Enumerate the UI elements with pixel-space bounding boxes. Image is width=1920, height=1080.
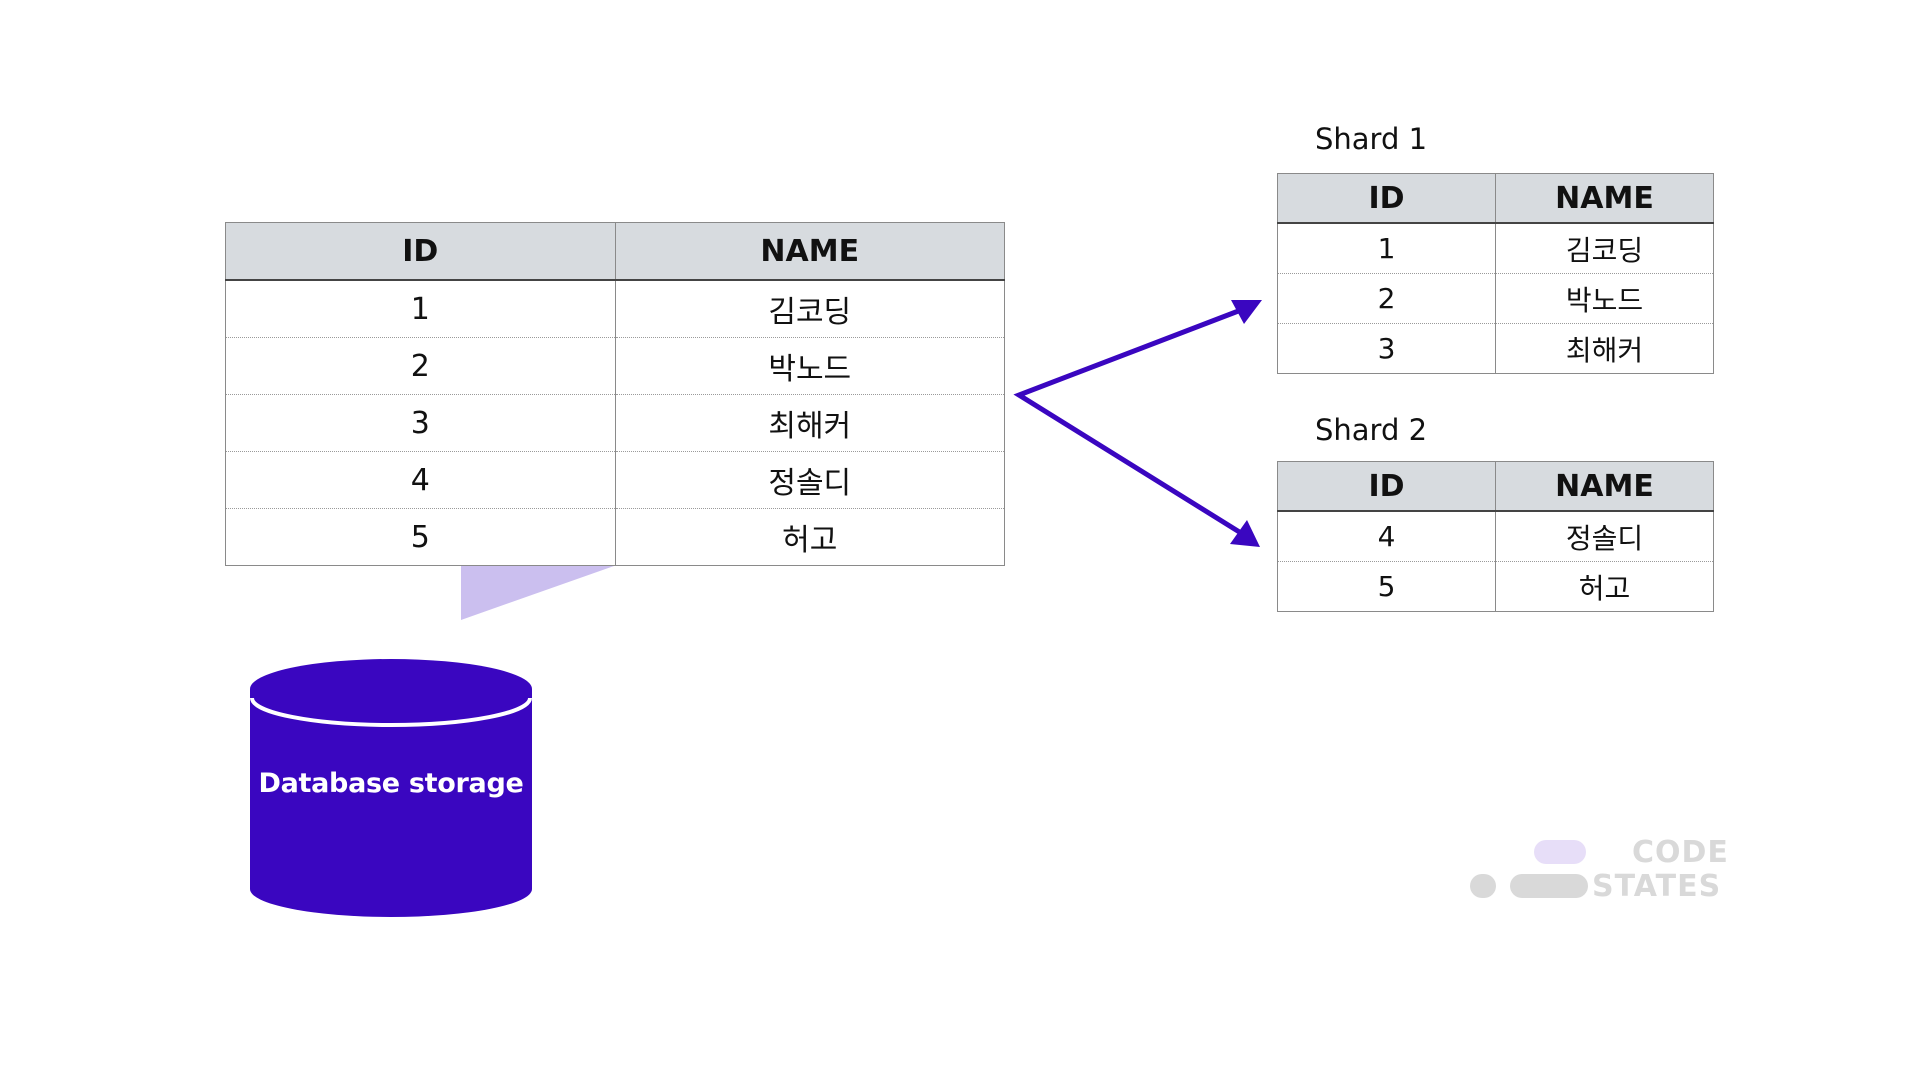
table-row: 5 허고 xyxy=(1277,561,1714,612)
row-name: 김코딩 xyxy=(615,280,1005,338)
row-id: 4 xyxy=(225,451,616,509)
row-id: 2 xyxy=(225,337,616,395)
shard1-table: ID NAME 1 김코딩 2 박노드 3 최해커 xyxy=(1277,173,1714,374)
row-name: 박노드 xyxy=(1495,273,1714,324)
table-row: 3 최해커 xyxy=(225,394,1005,452)
table-row: 4 정솔디 xyxy=(1277,511,1714,562)
cylinder-rim xyxy=(250,697,532,727)
row-name: 박노드 xyxy=(615,337,1005,395)
table-row: 4 정솔디 xyxy=(225,451,1005,509)
logo-bar-icon xyxy=(1510,874,1588,898)
codestates-logo: CODE STATES xyxy=(1470,838,1730,904)
table-row: 1 김코딩 xyxy=(225,280,1005,338)
table-row: 5 허고 xyxy=(225,508,1005,566)
database-cylinder-icon xyxy=(250,659,532,917)
shard2-header-id: ID xyxy=(1277,461,1496,512)
row-id: 5 xyxy=(1277,561,1496,612)
arrowhead-shard1 xyxy=(1231,300,1262,324)
table-row: 1 김코딩 xyxy=(1277,223,1714,274)
row-id: 3 xyxy=(1277,323,1496,374)
table-row: 2 박노드 xyxy=(225,337,1005,395)
table-row: 3 최해커 xyxy=(1277,323,1714,374)
row-name: 김코딩 xyxy=(1495,223,1714,274)
row-id: 1 xyxy=(225,280,616,338)
connector-wedge xyxy=(461,566,614,620)
shard1-header-id: ID xyxy=(1277,173,1496,224)
logo-dot-icon xyxy=(1470,874,1496,898)
shard2-header-name: NAME xyxy=(1495,461,1714,512)
shard1-header-row: ID NAME xyxy=(1277,173,1714,224)
main-table-header-name: NAME xyxy=(615,222,1005,281)
logo-text-states: STATES xyxy=(1592,869,1722,904)
row-name: 허고 xyxy=(1578,571,1631,605)
cylinder-body xyxy=(250,689,532,917)
row-name: 최해커 xyxy=(615,394,1005,452)
row-id: 3 xyxy=(225,394,616,452)
row-id: 5 xyxy=(225,508,616,566)
logo-pill-icon xyxy=(1534,840,1586,864)
row-name: 정솔디 xyxy=(615,451,1005,509)
database-label: Database storage xyxy=(258,768,524,799)
shard2-title: Shard 2 xyxy=(1315,413,1428,447)
row-id: 1 xyxy=(1277,223,1496,274)
shard1-header-name: NAME xyxy=(1495,173,1714,224)
row-name: 정솔디 xyxy=(1495,511,1714,562)
split-arrow-lines xyxy=(1013,307,1243,536)
shard2-header-row: ID NAME xyxy=(1277,461,1714,512)
main-table-header-row: ID NAME xyxy=(225,222,1005,281)
shard2-table: ID NAME 4 정솔디 5 허고 xyxy=(1277,461,1714,612)
logo-text-code: CODE xyxy=(1632,835,1729,870)
cylinder-top xyxy=(250,659,532,719)
main-table: ID NAME 1 김코딩 2 박노드 3 최해커 4 정솔디 5 xyxy=(225,222,1005,566)
main-table-header-id: ID xyxy=(225,222,616,281)
row-name: 최해커 xyxy=(1565,333,1644,367)
row-name: 허고 xyxy=(782,523,838,558)
shard1-title: Shard 1 xyxy=(1315,122,1428,156)
table-row: 2 박노드 xyxy=(1277,273,1714,324)
row-id: 4 xyxy=(1277,511,1496,562)
row-id: 2 xyxy=(1277,273,1496,324)
arrowhead-shard2 xyxy=(1230,520,1260,547)
